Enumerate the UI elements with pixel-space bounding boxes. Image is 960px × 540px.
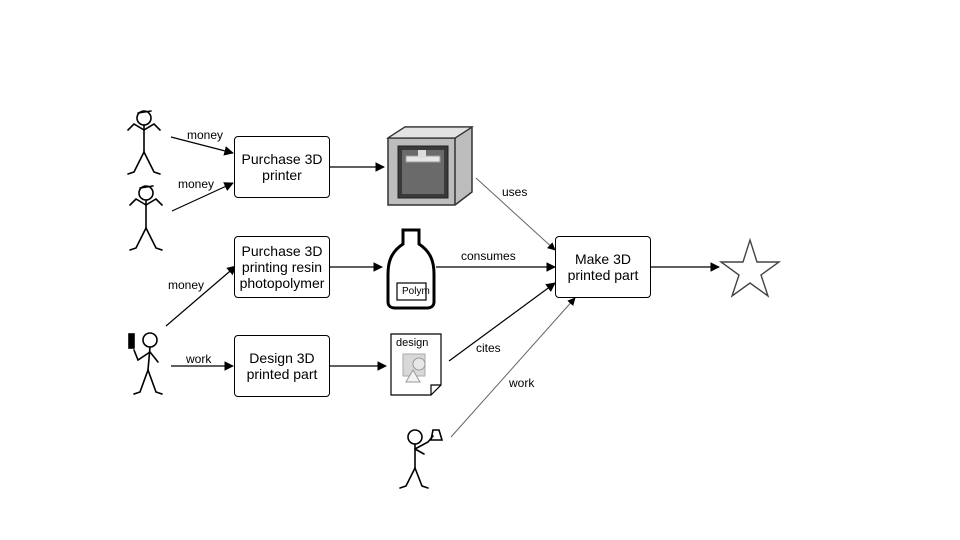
edge-uses — [475, 177, 556, 251]
edge-label-money-3: money — [168, 278, 205, 292]
process-purchase-resin: Purchase 3D printing resin photopolymer — [234, 236, 330, 298]
edges — [165, 136, 720, 438]
edge-work-2 — [450, 297, 576, 438]
stick-figure-icon — [127, 110, 161, 175]
edge-label-money-1: money — [187, 128, 224, 142]
edge-cites — [448, 282, 556, 362]
bottle-label: Polym — [402, 286, 430, 297]
edge-label-uses: uses — [502, 185, 528, 199]
process-design-part: Design 3D printed part — [234, 335, 330, 397]
edge-label-consumes: consumes — [461, 249, 516, 263]
edge-label-work-2: work — [509, 376, 535, 390]
process-make-part: Make 3D printed part — [555, 236, 651, 298]
edge-money-3 — [165, 265, 237, 327]
3d-printer-icon — [385, 126, 475, 206]
process-purchase-3d-printer: Purchase 3D printer — [234, 136, 330, 198]
edge-label-work-1: work — [186, 352, 212, 366]
stick-figure-icon — [128, 332, 163, 395]
design-doc-label: design — [396, 337, 429, 349]
edge-money-2 — [171, 182, 234, 212]
resin-bottle-icon — [386, 228, 436, 310]
edge-label-money-2: money — [178, 177, 215, 191]
stick-figure-icon — [399, 429, 444, 489]
design-document-icon — [390, 333, 442, 396]
edge-money-1 — [170, 136, 234, 156]
stick-figure-icon — [129, 185, 163, 251]
edge-label-cites: cites — [476, 341, 501, 355]
star-icon — [718, 237, 782, 298]
